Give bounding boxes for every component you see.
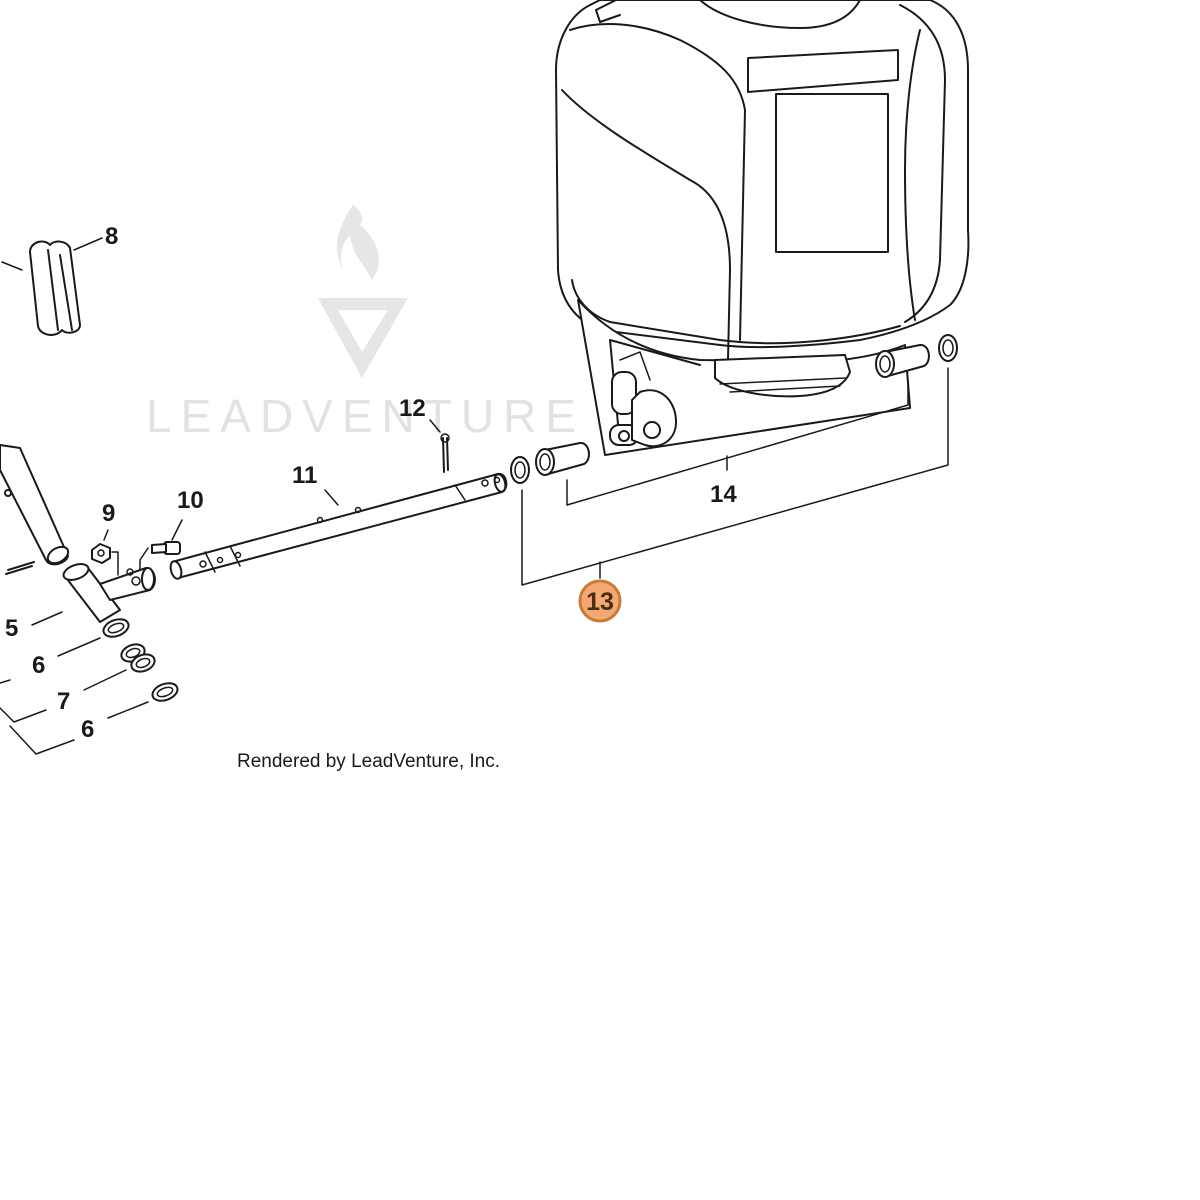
callout-14[interactable]: 14 (710, 481, 737, 508)
highlight-circle (578, 579, 622, 623)
callout-10[interactable]: 10 (177, 487, 204, 514)
watermark-text: LEADVENTURE (146, 390, 585, 442)
leader-lines (0, 237, 149, 755)
v-logo-icon (318, 298, 408, 378)
bracket-13 (521, 367, 949, 586)
footer-credit: Rendered by LeadVenture, Inc. (237, 751, 500, 772)
callout-13[interactable]: 13 (586, 588, 614, 616)
part-9-nut (91, 529, 119, 576)
part-13-o-ring-left (510, 456, 530, 484)
handle-rod (0, 444, 70, 575)
callout-6-top[interactable]: 6 (32, 652, 45, 679)
callout-11[interactable]: 11 (292, 462, 317, 489)
callout-8[interactable]: 8 (105, 223, 118, 250)
flame-logo-icon (337, 205, 379, 280)
part-11-shaft (169, 472, 508, 580)
part-6-washer-bottom (151, 682, 179, 702)
callout-5[interactable]: 5 (5, 615, 18, 642)
part-5-tube (62, 563, 156, 623)
pump-base (577, 299, 911, 456)
part-8-clip (1, 240, 81, 336)
callout-13-highlighted[interactable]: 13 (578, 579, 622, 623)
part-6-washer-top (102, 618, 130, 638)
part-10-bolt (139, 519, 183, 571)
bracket-14 (566, 379, 909, 506)
part-12-cotter-pin (429, 419, 450, 473)
sprayer-tank (555, 0, 970, 361)
callout-labels: 8 12 11 10 9 5 6 7 6 14 (5, 223, 737, 743)
part-14-bushing-right (875, 344, 930, 378)
part-13-o-ring-right (938, 334, 958, 362)
callout-6-bottom[interactable]: 6 (81, 716, 94, 743)
callout-7[interactable]: 7 (57, 688, 70, 715)
callout-12[interactable]: 12 (399, 395, 426, 422)
callout-9[interactable]: 9 (102, 500, 115, 527)
part-14-bushing-left (535, 442, 590, 476)
part-7-spring-rings (120, 643, 156, 673)
leadventure-watermark: LEADVENTURE (146, 205, 585, 442)
